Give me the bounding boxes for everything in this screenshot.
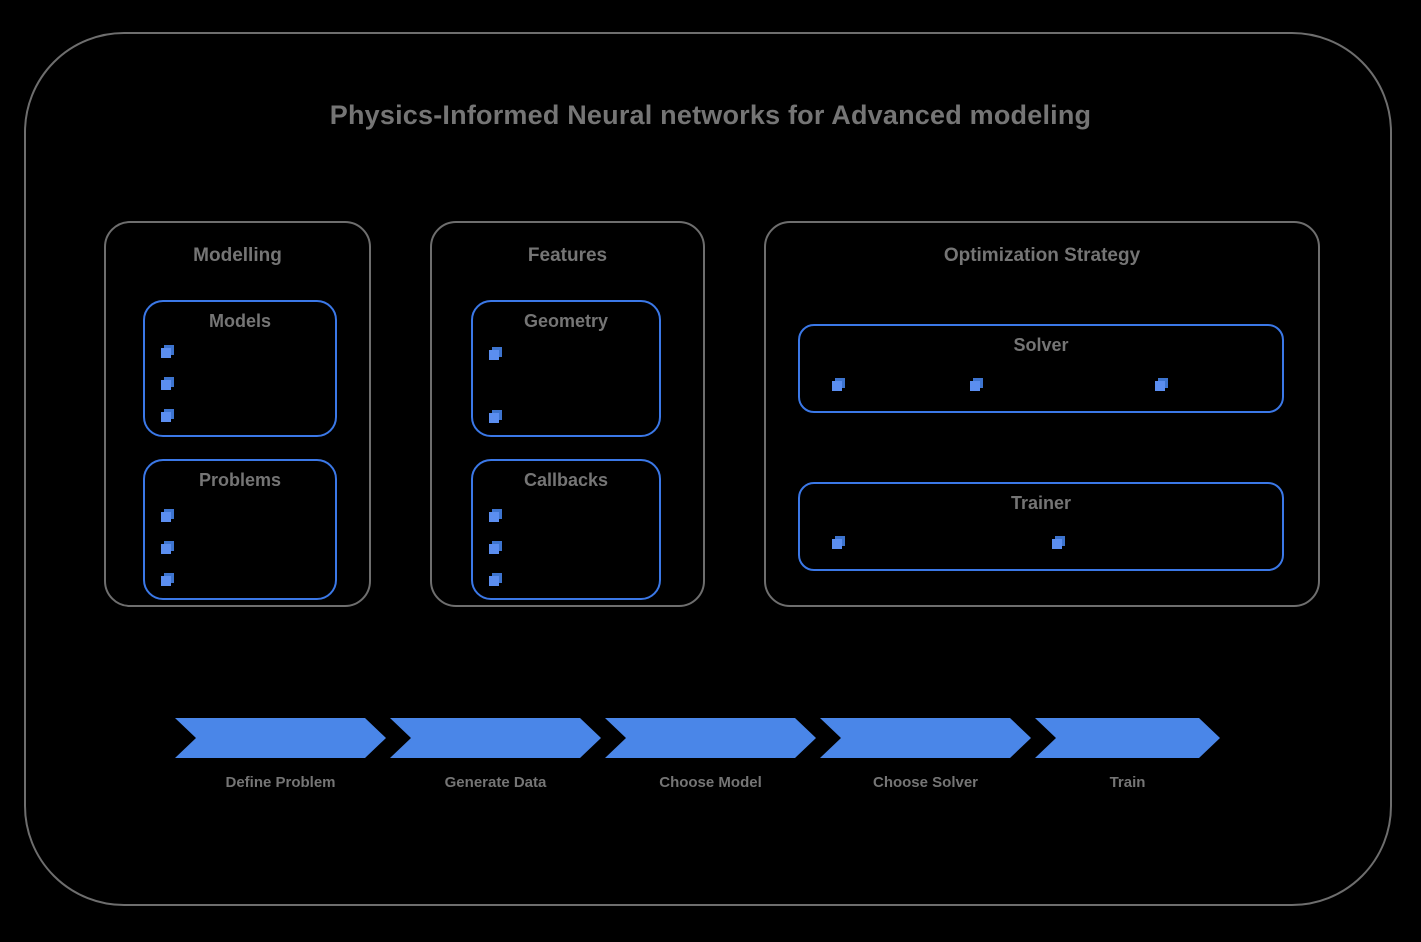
bullet-cube-icon	[970, 378, 983, 391]
group-title-optimization-strategy: Optimization Strategy	[943, 245, 1141, 266]
bullet-cube-icon	[161, 377, 174, 390]
pipeline-step-label: Train	[1109, 774, 1146, 791]
box-title-trainer: Trainer	[1010, 493, 1072, 513]
pipeline-step-arrow[interactable]	[820, 718, 1031, 758]
box-callbacks[interactable]: Callbacks	[471, 459, 661, 600]
bullet-cube-icon	[161, 509, 174, 522]
bullet-cube-icon	[161, 345, 174, 358]
bullet-cube-icon	[832, 536, 845, 549]
pipeline-step-label: Choose Solver	[872, 774, 979, 791]
box-title-problems: Problems	[198, 470, 282, 490]
bullet-cube-icon	[489, 541, 502, 554]
box-title-geometry: Geometry	[523, 311, 609, 331]
box-title-solver: Solver	[1013, 335, 1069, 355]
diagram-outer-frame	[24, 32, 1392, 906]
box-trainer[interactable]: Trainer	[798, 482, 1284, 571]
bullet-cube-icon	[489, 347, 502, 360]
group-title-modelling: Modelling	[193, 245, 282, 266]
bullet-cube-icon	[489, 573, 502, 586]
bullet-cube-icon	[161, 409, 174, 422]
pipeline-step-arrow[interactable]	[605, 718, 816, 758]
pipeline-step-label: Choose Model	[659, 774, 762, 791]
bullet-cube-icon	[1052, 536, 1065, 549]
box-problems[interactable]: Problems	[143, 459, 337, 600]
pipeline-step-arrow[interactable]	[390, 718, 601, 758]
box-models[interactable]: Models	[143, 300, 337, 437]
bullet-cube-icon	[489, 509, 502, 522]
group-panel-modelling: Modelling	[104, 221, 371, 607]
group-panel-features: Features	[430, 221, 705, 607]
workflow-pipeline: Define Problem Generate Data Choose Mode…	[175, 718, 1220, 791]
pipeline-step-arrow[interactable]	[175, 718, 386, 758]
group-panel-optimization-strategy: Optimization Strategy	[764, 221, 1320, 607]
pipeline-step-label: Define Problem	[225, 774, 336, 791]
box-title-callbacks: Callbacks	[523, 470, 609, 490]
bullet-cube-icon	[832, 378, 845, 391]
pipeline-step-arrow[interactable]	[1035, 718, 1220, 758]
box-solver[interactable]: Solver	[798, 324, 1284, 413]
bullet-cube-icon	[489, 410, 502, 423]
pipeline-step-label: Generate Data	[444, 774, 547, 791]
group-title-features: Features	[527, 245, 608, 266]
bullet-cube-icon	[161, 573, 174, 586]
bullet-cube-icon	[1155, 378, 1168, 391]
page-title: Physics-Informed Neural networks for Adv…	[329, 100, 1092, 130]
box-title-models: Models	[208, 311, 271, 331]
bullet-cube-icon	[161, 541, 174, 554]
box-geometry[interactable]: Geometry	[471, 300, 661, 437]
